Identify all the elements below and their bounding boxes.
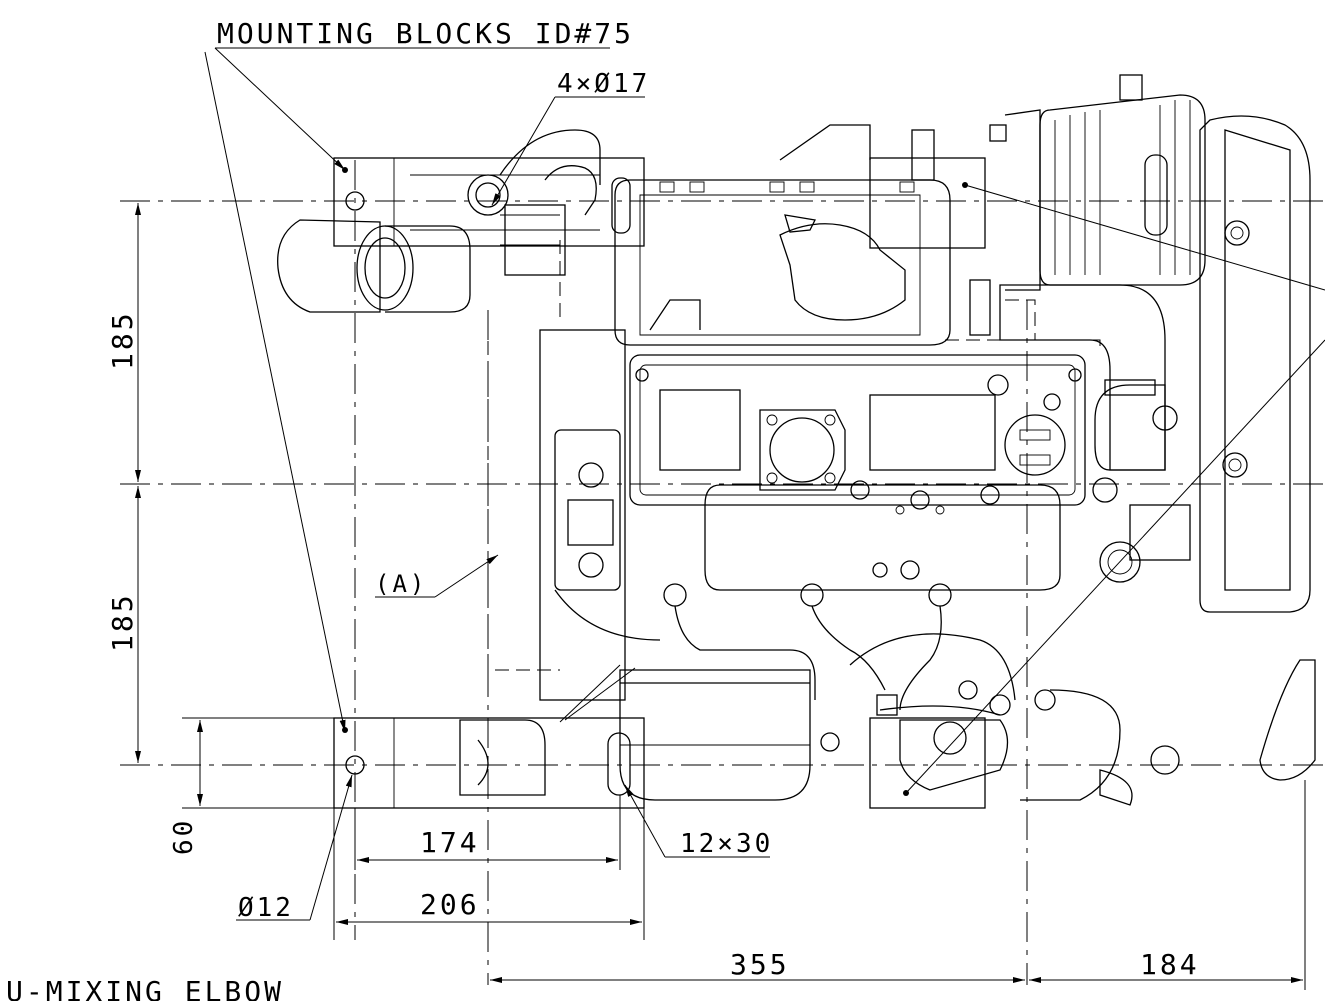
dim-engine-length: 355 [730, 948, 790, 981]
alternator [989, 74, 1250, 291]
engine-block [539, 329, 1086, 701]
hole-4x17-label: 4×Ø17 [557, 69, 650, 99]
dim-upper-height: 185 [106, 310, 139, 370]
mixing-elbow-label: U-MIXING ELBOW [6, 975, 284, 1001]
dim-inner-width: 174 [420, 826, 480, 859]
hidden-outline [487, 240, 1101, 671]
dim-foot-height: 60 [169, 818, 199, 855]
labels: MOUNTING BLOCKS ID#75 4×Ø17 (A) 12×30 Ø1… [6, 17, 1200, 1001]
intake-manifold [704, 480, 1061, 591]
dimension-lines [135, 203, 1306, 990]
hole-12-label: Ø12 [238, 893, 294, 923]
mounting-block-front-bottom [333, 717, 645, 809]
oil-filter [619, 669, 811, 801]
section-a-label: (A) [375, 570, 427, 598]
starter-motor [820, 689, 1180, 806]
exhaust-elbow [999, 284, 1191, 583]
valve-cover [611, 124, 991, 346]
center-lines [120, 160, 1325, 985]
dim-outer-width: 206 [420, 888, 480, 921]
heat-exchanger [1199, 115, 1316, 781]
dim-rear-length: 184 [1140, 948, 1200, 981]
mounting-block-rear-top [869, 157, 986, 249]
dim-lower-height: 185 [106, 592, 139, 652]
mounting-block-rear-bottom [869, 717, 986, 809]
air-filter [277, 129, 601, 313]
leader-lines [204, 47, 1325, 921]
slot-12x30-label: 12×30 [680, 829, 773, 859]
mounting-blocks-label: MOUNTING BLOCKS ID#75 [217, 17, 634, 50]
injector-lines [554, 583, 1056, 716]
